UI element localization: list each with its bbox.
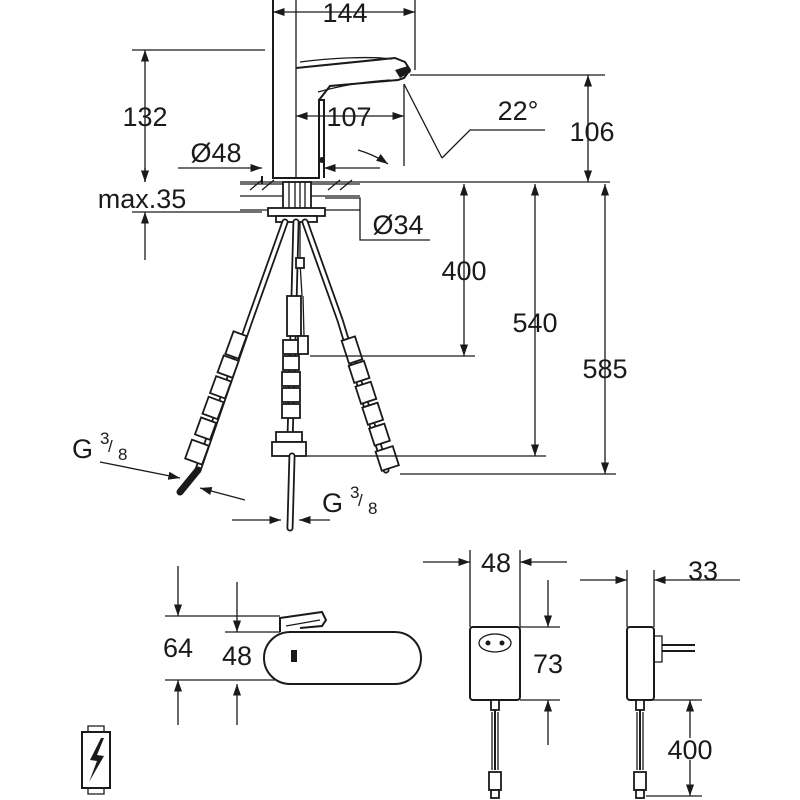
thread-label-den: 8 [118, 445, 127, 464]
dim-label-48-box: 48 [222, 641, 252, 671]
svg-text:/: / [358, 491, 363, 510]
supply-hoses [176, 218, 401, 532]
dim-label-540: 540 [512, 308, 557, 338]
dim-hose-400: 400 [310, 184, 487, 357]
dim-label-106: 106 [569, 117, 614, 147]
svg-text:/: / [108, 437, 113, 456]
dim-label-107: 107 [326, 102, 371, 132]
dim-label-73: 73 [533, 649, 563, 679]
dim-label-64: 64 [163, 633, 193, 663]
dim-height: 132 [122, 49, 265, 182]
dim-thread-left: G 3 / 8 [72, 429, 246, 501]
thread-label-den-2: 8 [368, 499, 377, 518]
dim-label-144: 144 [322, 0, 367, 28]
dim-thread-right: G 3 / 8 [232, 483, 377, 525]
dim-adapter-depth: 33 [580, 556, 740, 627]
dim-hose-585: 585 [400, 184, 628, 475]
dim-hose-540: 540 [306, 184, 558, 457]
dim-label-585: 585 [582, 354, 627, 384]
dim-label-d34: Ø34 [372, 210, 423, 240]
dim-adapter-width: 48 [423, 548, 567, 627]
dim-label-132: 132 [122, 102, 167, 132]
dim-control-box-64: 64 [163, 566, 280, 725]
thread-label-g-2: G [322, 488, 343, 518]
dim-base-diameter: Ø48 [178, 138, 380, 173]
thread-label-g: G [72, 434, 93, 464]
dim-label-d48: Ø48 [190, 138, 241, 168]
control-box [263, 610, 422, 685]
power-adapter-front [469, 626, 521, 799]
dim-label-48-adapter: 48 [481, 548, 511, 578]
dim-spout-width: 144 [273, 0, 416, 70]
thread-label-num: 3 [100, 429, 109, 448]
electrical-lightning-icon [81, 725, 111, 795]
dim-control-box-48: 48 [222, 582, 280, 725]
dim-label-400: 400 [441, 256, 486, 286]
dim-label-400-cable: 400 [667, 735, 712, 765]
dim-max-thickness: max.35 [98, 168, 262, 260]
dim-label-max35: max.35 [98, 184, 187, 214]
power-adapter-side [626, 626, 695, 799]
dim-outlet-height: 106 [410, 74, 615, 182]
mounting-shank [267, 181, 326, 223]
dim-label-angle: 22° [498, 96, 539, 126]
dim-angle: 22° [357, 83, 545, 165]
dim-spout-reach: 107 [296, 84, 405, 166]
dim-shank-diameter: Ø34 [325, 197, 430, 241]
dim-adapter-cable: 400 [646, 699, 713, 797]
thread-label-num-2: 3 [350, 483, 359, 502]
dim-label-33: 33 [688, 556, 718, 586]
dim-adapter-height: 73 [520, 580, 563, 745]
